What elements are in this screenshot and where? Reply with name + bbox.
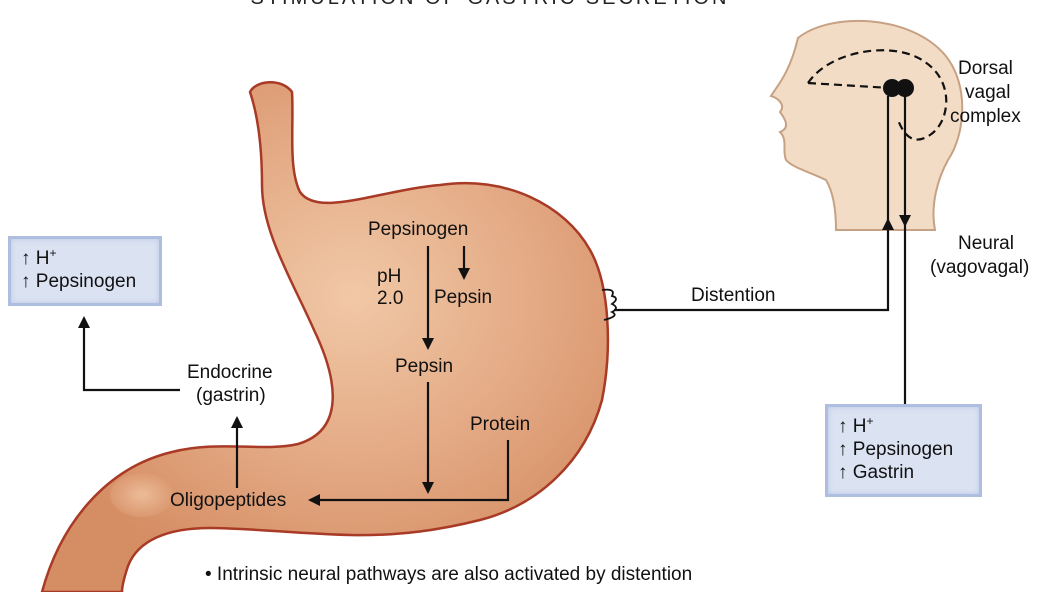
up-arrow-icon: ↑ (838, 462, 848, 483)
label-complex: complex (950, 106, 1021, 127)
arrow-endocrine-to-left-box (78, 316, 180, 392)
label-distention: Distention (691, 285, 776, 306)
label-vagal: vagal (965, 82, 1011, 103)
label-ph-value: 2.0 (377, 288, 404, 309)
right-secretion-box: ↑ H+ ↑ Pepsinogen ↑ Gastrin (825, 404, 982, 497)
head (769, 19, 964, 231)
label-oligopeptides: Oligopeptides (170, 490, 287, 511)
label-ph: pH (377, 266, 402, 287)
right-box-gastrin: ↑ Gastrin (838, 462, 915, 483)
label-endocrine: Endocrine (187, 362, 273, 383)
up-arrow-icon: ↑ (838, 439, 848, 460)
arrow-distention-to-brain (614, 218, 894, 312)
left-box-pepsinogen: ↑ Pepsinogen (21, 271, 137, 292)
stomach (40, 81, 617, 592)
label-vagovagal: (vagovagal) (930, 257, 1030, 278)
vagal-nucleus-right (896, 79, 914, 97)
footnote: • Intrinsic neural pathways are also act… (205, 564, 693, 585)
label-pepsin-small: Pepsin (434, 287, 493, 308)
vagal-nucleus-left (883, 79, 901, 97)
label-gastrin: (gastrin) (196, 385, 266, 406)
up-arrow-icon: ↑ (21, 248, 31, 269)
diagram-title: STIMULATION OF GASTRIC SECRETION (251, 0, 730, 9)
right-box-pepsinogen: ↑ Pepsinogen (838, 439, 954, 460)
label-dorsal: Dorsal (958, 58, 1013, 79)
left-secretion-box: ↑ H+ ↑ Pepsinogen (8, 236, 162, 306)
label-protein: Protein (470, 414, 531, 435)
arrow-protein-to-oligopeptides (308, 440, 510, 506)
label-neural: Neural (958, 233, 1014, 254)
up-arrow-icon: ↑ (21, 271, 31, 292)
label-pepsin: Pepsin (395, 356, 454, 377)
right-box-hplus: ↑ H+ (838, 414, 874, 437)
left-box-hplus: ↑ H+ (21, 246, 57, 269)
label-pepsinogen: Pepsinogen (368, 219, 469, 240)
up-arrow-icon: ↑ (838, 416, 848, 437)
